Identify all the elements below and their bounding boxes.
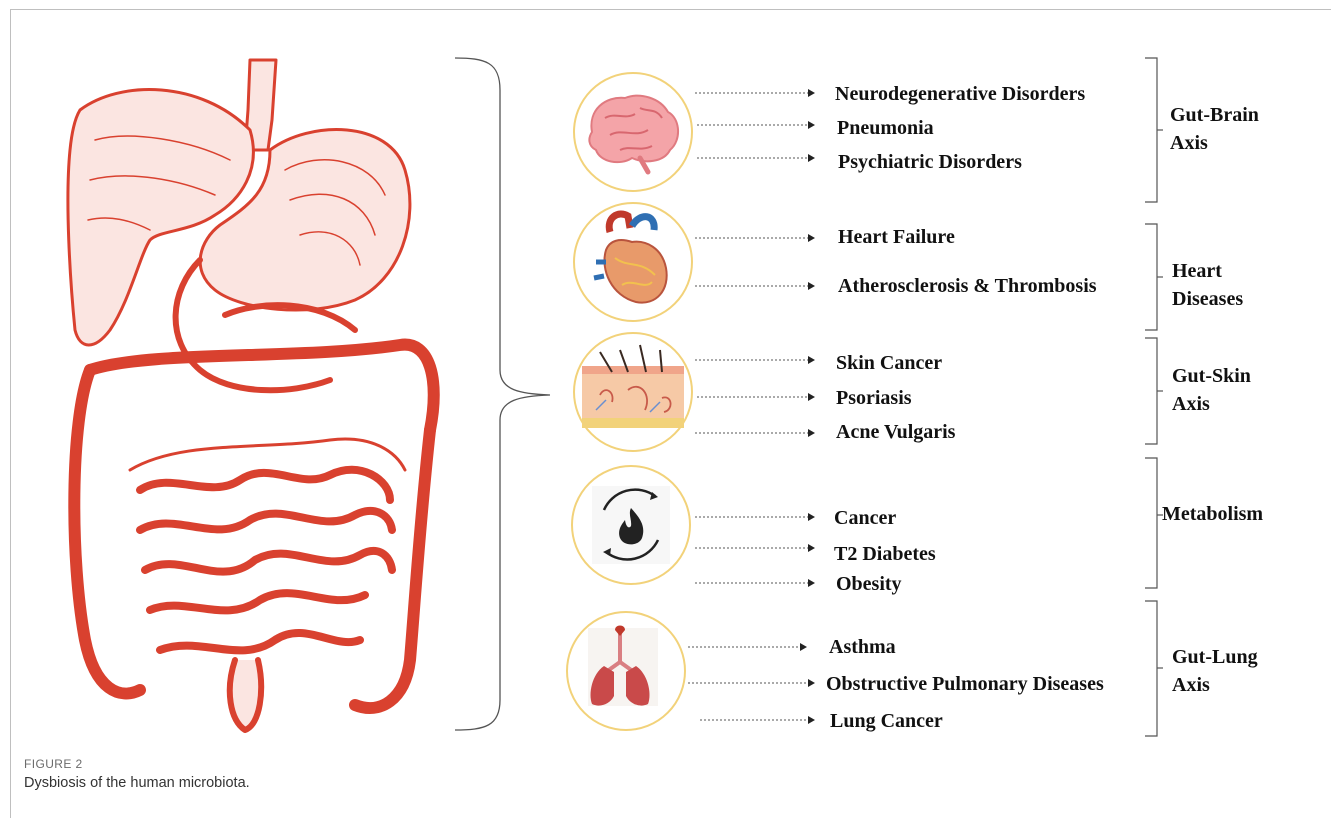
disease-label: Asthma xyxy=(829,635,896,659)
group-label-gut-skin: Gut-Skin Axis xyxy=(1172,362,1251,418)
heart-icon xyxy=(574,203,692,321)
group-label-line: Axis xyxy=(1172,390,1251,418)
disease-label: Pneumonia xyxy=(837,116,934,140)
group-label-gut-lung: Gut-Lung Axis xyxy=(1172,643,1258,699)
disease-label: Psoriasis xyxy=(836,386,912,410)
brain-icon xyxy=(574,73,692,191)
group-label-line: Gut-Lung xyxy=(1172,643,1258,671)
main-bracket xyxy=(455,58,550,730)
group-label-gut-brain: Gut-Brain Axis xyxy=(1170,101,1259,157)
group-label-line: Axis xyxy=(1172,671,1258,699)
figure-number: FIGURE 2 xyxy=(24,757,83,771)
disease-label: Skin Cancer xyxy=(836,351,942,375)
connector-arrowheads xyxy=(800,89,815,724)
disease-label: Cancer xyxy=(834,506,896,530)
disease-label: Obstructive Pulmonary Diseases xyxy=(826,672,1104,696)
group-label-line: Gut-Skin xyxy=(1172,362,1251,390)
disease-label: Heart Failure xyxy=(838,225,955,249)
group-label-heart-diseases: Heart Diseases xyxy=(1172,257,1243,313)
digestive-system-illustration xyxy=(68,60,434,730)
disease-label: Acne Vulgaris xyxy=(836,420,955,444)
group-label-line: Gut-Brain xyxy=(1170,101,1259,129)
group-label-line: Axis xyxy=(1170,129,1259,157)
group-label-line: Metabolism xyxy=(1162,500,1263,528)
icon-circles xyxy=(567,73,692,730)
disease-label: Lung Cancer xyxy=(830,709,943,733)
figure-caption: Dysbiosis of the human microbiota. xyxy=(24,775,250,791)
group-brackets xyxy=(1145,58,1163,736)
disease-label: Psychiatric Disorders xyxy=(838,150,1022,174)
connector-lines xyxy=(688,93,808,720)
disease-label: T2 Diabetes xyxy=(834,542,936,566)
lungs-icon xyxy=(567,612,685,730)
disease-label: Obesity xyxy=(836,572,902,596)
disease-label: Atherosclerosis & Thrombosis xyxy=(838,274,1097,298)
disease-label: Neurodegenerative Disorders xyxy=(835,82,1085,106)
group-label-line: Diseases xyxy=(1172,285,1243,313)
group-label-metabolism: Metabolism xyxy=(1162,500,1263,528)
metabolism-flame-icon xyxy=(572,466,690,584)
group-label-line: Heart xyxy=(1172,257,1243,285)
skin-icon xyxy=(574,333,692,451)
